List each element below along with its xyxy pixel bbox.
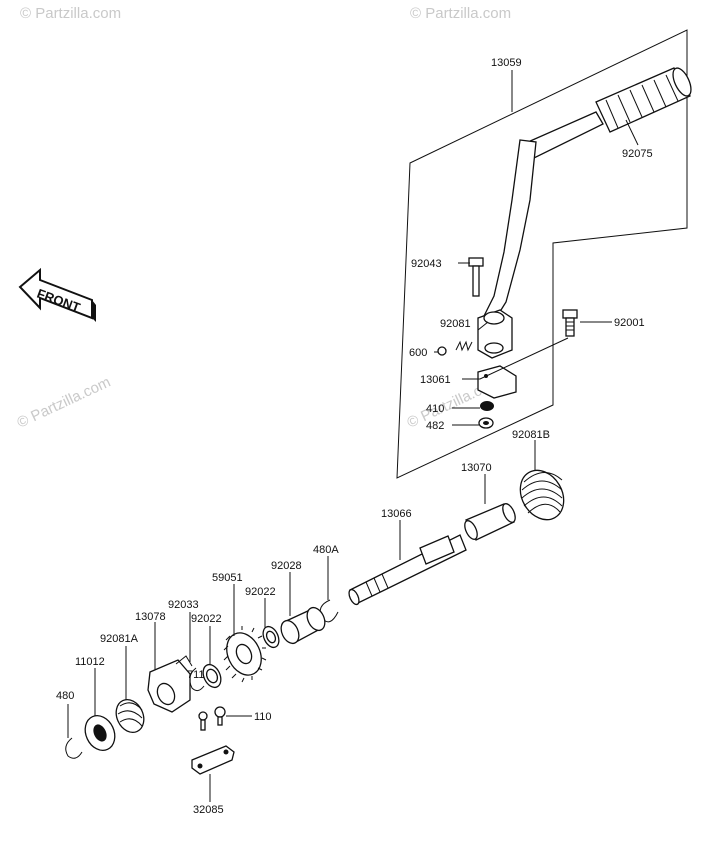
label-482: 482 <box>426 420 444 432</box>
ratchet-13078 <box>147 655 193 713</box>
label-13066: 13066 <box>381 508 412 520</box>
screw-711 <box>198 711 208 731</box>
nut-482 <box>478 417 494 429</box>
label-110: 110 <box>254 711 272 723</box>
collar-13070 <box>464 503 516 541</box>
label-13070: 13070 <box>461 462 492 474</box>
watermarks: © Partzilla.com © Partzilla.com © Partzi… <box>15 5 512 432</box>
kick-shaft-13066 <box>348 534 467 606</box>
label-92022-2: 92022 <box>191 613 222 625</box>
label-13061: 13061 <box>420 374 451 386</box>
label-92001: 92001 <box>614 317 645 329</box>
washer-410 <box>480 401 494 411</box>
label-92043: 92043 <box>411 258 442 270</box>
screw-110 <box>214 706 226 726</box>
label-92075: 92075 <box>622 148 653 160</box>
leader-lines <box>67 70 639 802</box>
guide-plate-32085 <box>191 745 235 775</box>
spring-92081A <box>115 698 145 734</box>
bolt-92001 <box>562 309 578 337</box>
thrust-washer-11012 <box>84 714 116 752</box>
label-59051: 59051 <box>212 572 243 584</box>
ball-600 <box>437 346 447 356</box>
label-480A: 480A <box>313 544 339 556</box>
label-92028: 92028 <box>271 560 302 572</box>
label-13078: 13078 <box>135 611 166 623</box>
label-92081A: 92081A <box>100 633 139 645</box>
label-92081: 92081 <box>440 318 471 330</box>
part-labels: 13059 92075 92043 92081 600 92001 13061 … <box>56 57 653 816</box>
bolt-92043 <box>468 257 484 297</box>
label-32085: 32085 <box>193 804 224 816</box>
inset-box-outline <box>396 29 688 479</box>
label-480: 480 <box>56 690 74 702</box>
circlip-92033 <box>189 667 205 692</box>
kick-pedal-lever-13059 <box>477 111 604 359</box>
label-600: 600 <box>409 347 427 359</box>
circlip-480 <box>65 737 83 759</box>
washer-92022-2 <box>202 663 222 689</box>
watermark: © Partzilla.com <box>410 5 511 22</box>
label-11012: 11012 <box>75 656 105 668</box>
watermark: © Partzilla.com <box>20 5 121 22</box>
spring-92081B <box>519 469 565 521</box>
label-92033: 92033 <box>168 599 199 611</box>
spring-92081 <box>455 340 473 352</box>
front-arrow: FRONT <box>18 267 96 322</box>
pedal-rubber-92075 <box>595 67 692 133</box>
label-711: 711 <box>187 669 205 681</box>
label-410: 410 <box>426 403 444 415</box>
clamp-13061 <box>477 365 517 399</box>
washer-92022 <box>262 625 280 649</box>
label-92081B: 92081B <box>512 429 550 441</box>
label-13059: 13059 <box>491 57 522 69</box>
label-92022: 92022 <box>245 586 276 598</box>
kick-gear-59051 <box>223 626 267 683</box>
collar-92028 <box>280 606 326 645</box>
watermark: © Partzilla.com <box>15 374 114 432</box>
